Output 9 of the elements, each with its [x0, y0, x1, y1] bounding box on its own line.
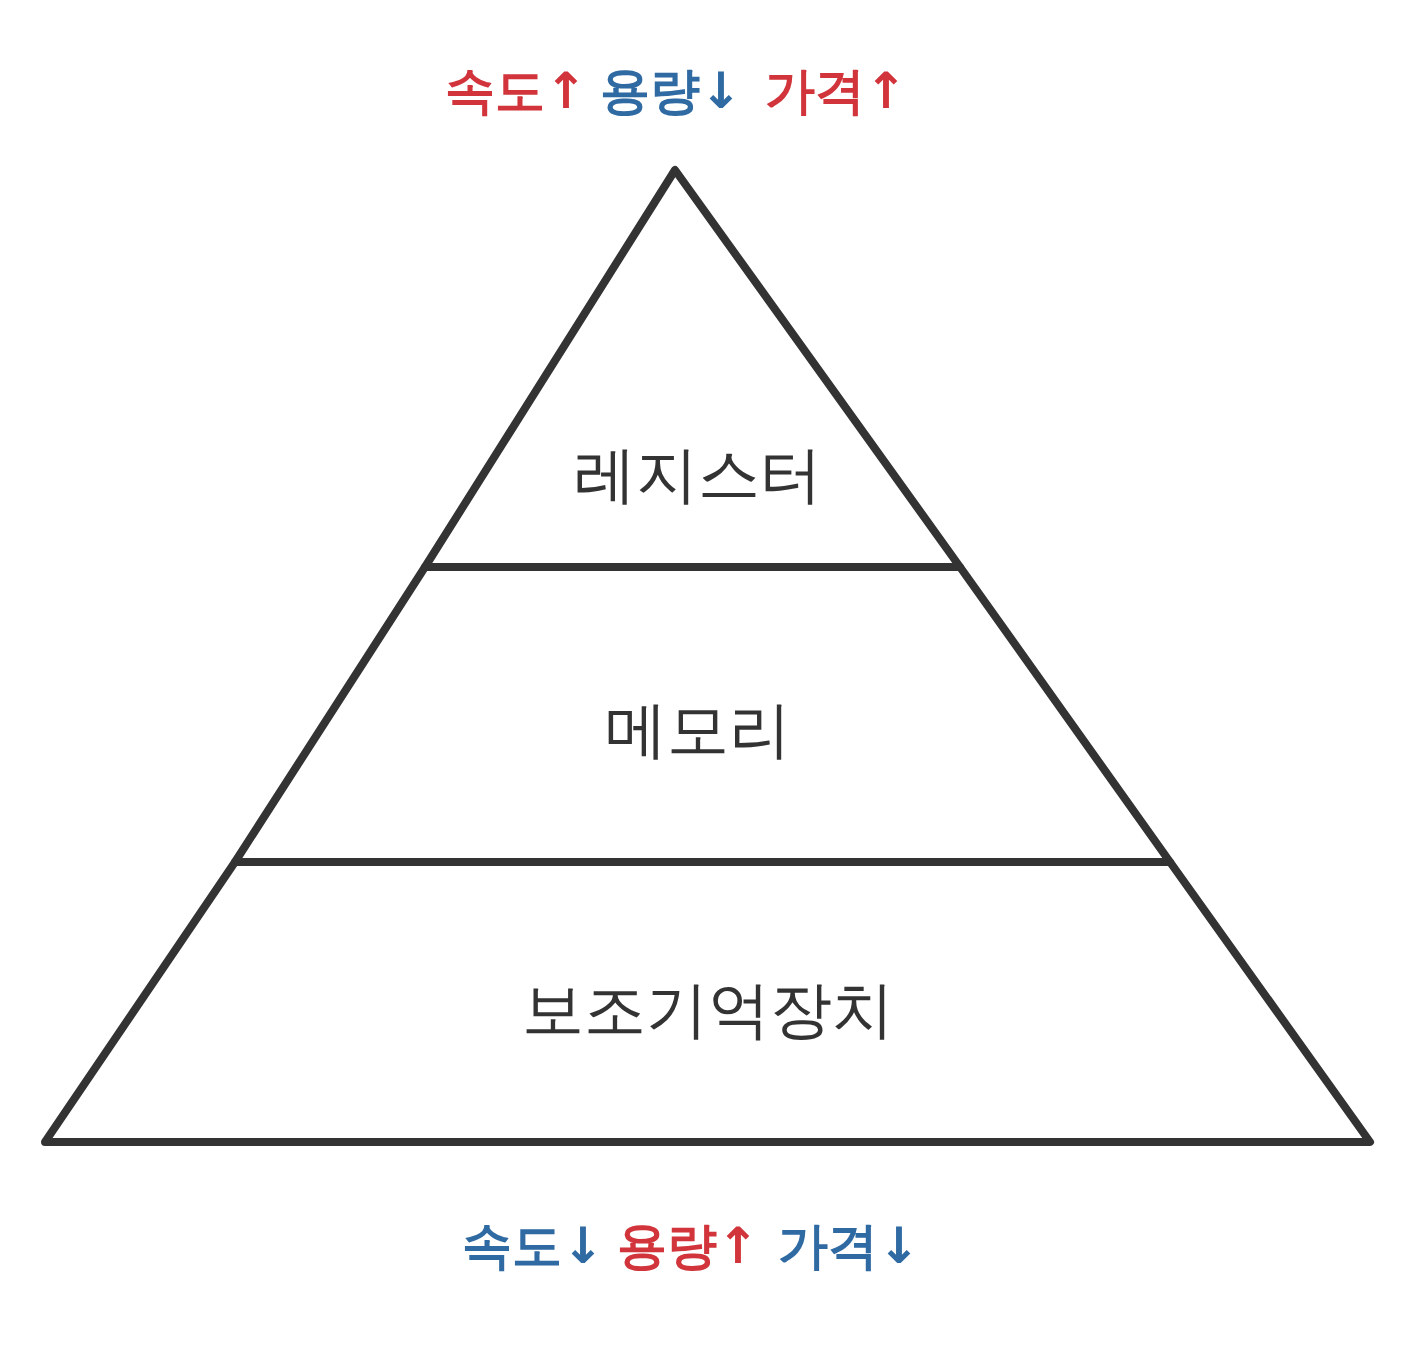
tier-label: 메모리: [603, 692, 792, 768]
trend-label: 속도↓: [462, 1216, 604, 1277]
trend-label: 가격↑: [765, 61, 907, 122]
tier-label: 레지스터: [572, 437, 823, 513]
tier-label: 보조기억장치: [520, 972, 895, 1048]
trend-label: 용량↓: [600, 61, 742, 122]
trend-label: 가격↓: [778, 1216, 920, 1277]
trend-label: 속도↑: [445, 61, 587, 122]
trend-label: 용량↑: [617, 1216, 759, 1277]
